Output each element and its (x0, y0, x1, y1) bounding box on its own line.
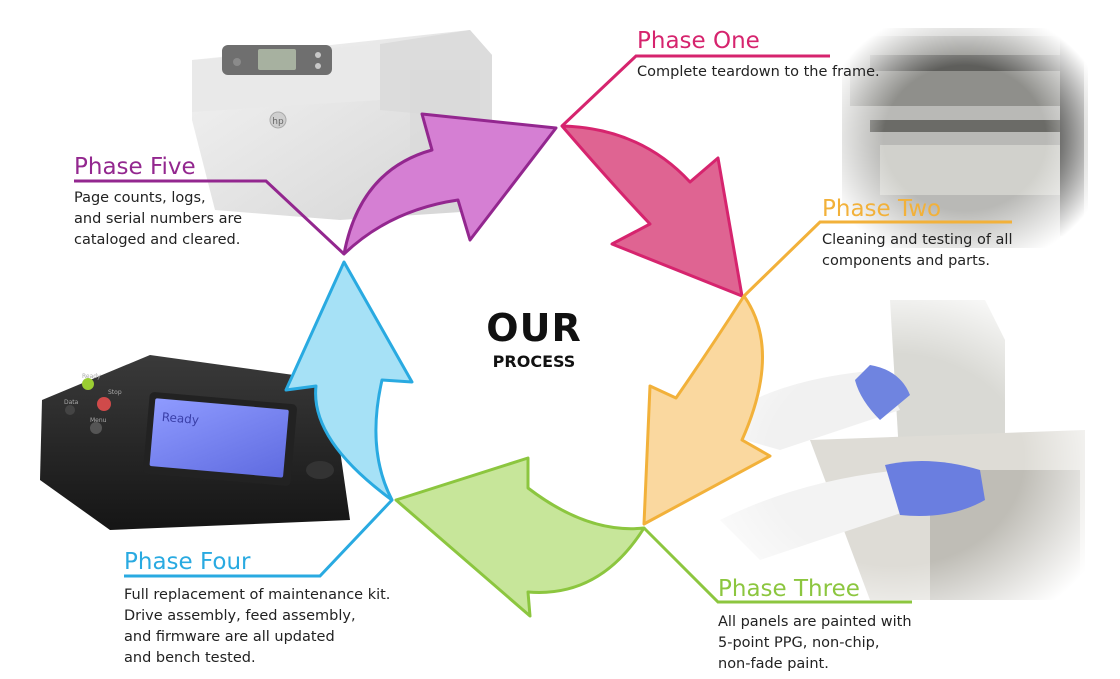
phase-four-line: and firmware are all updated (124, 629, 335, 645)
phase-five-description: Page counts, logs, and serial numbers ar… (74, 188, 242, 251)
phase-five-line: cataloged and cleared. (74, 232, 241, 248)
panel-label-data: Data (64, 399, 79, 406)
panel-screen-text: Ready (161, 410, 199, 427)
phase-one-label: Phase One Complete teardown to the frame… (637, 28, 880, 83)
phase-four-description: Full replacement of maintenance kit. Dri… (124, 585, 390, 669)
phase-two-arrow (642, 294, 772, 526)
phase-five-line: Page counts, logs, (74, 190, 206, 206)
phase-two-label: Phase Two Cleaning and testing of all co… (822, 196, 1012, 272)
phase-four-connector (124, 498, 394, 578)
phase-one-line: Complete teardown to the frame. (637, 64, 880, 80)
technician-photo (700, 300, 1090, 620)
phase-two-line: components and parts. (822, 253, 990, 269)
phase-two-line: Cleaning and testing of all (822, 232, 1013, 248)
phase-three-line: non-fade paint. (718, 656, 829, 672)
phase-three-line: All panels are painted with (718, 614, 912, 630)
phase-five-arrow (342, 112, 558, 256)
phase-three-connector (642, 526, 912, 604)
panel-label-menu: Menu (90, 417, 107, 424)
phase-three-line: 5-point PPG, non-chip, (718, 635, 880, 651)
phase-one-description: Complete teardown to the frame. (637, 62, 880, 83)
phase-one-connector (560, 54, 830, 128)
panel-label-stop: Stop (108, 389, 122, 396)
phase-five-connector (74, 179, 346, 256)
phase-one-arrow (560, 124, 744, 298)
phase-four-label: Phase Four Full replacement of maintenan… (124, 549, 390, 669)
phase-five-title: Phase Five (74, 154, 196, 180)
phase-four-line: and bench tested. (124, 650, 256, 666)
phase-four-line: Full replacement of maintenance kit. (124, 587, 391, 603)
phase-two-description: Cleaning and testing of all components a… (822, 230, 1012, 272)
phase-four-arrow (284, 260, 414, 502)
center-subtitle: PROCESS (492, 352, 576, 371)
phase-five-line: and serial numbers are (74, 211, 243, 227)
phase-three-label: Phase Three All panels are painted with … (718, 576, 912, 675)
phase-four-line: Drive assembly, feed assembly, (124, 608, 356, 624)
phase-five-label: Phase Five Page counts, logs, and serial… (74, 154, 242, 251)
center-title: OUR (486, 306, 582, 350)
phase-three-description: All panels are painted with 5-point PPG,… (718, 612, 912, 675)
phase-three-title: Phase Three (718, 576, 860, 602)
hp-logo: hp (272, 117, 284, 127)
panel-label-ready: Ready (82, 373, 101, 380)
phase-four-title: Phase Four (124, 549, 251, 575)
phase-two-connector (742, 220, 1012, 298)
phase-two-title: Phase Two (822, 196, 942, 222)
control-panel-photo: Ready Ready Stop Data Menu (40, 355, 350, 530)
phase-one-title: Phase One (637, 28, 760, 54)
phase-three-arrow (394, 456, 646, 618)
teardown-photo (842, 28, 1088, 248)
